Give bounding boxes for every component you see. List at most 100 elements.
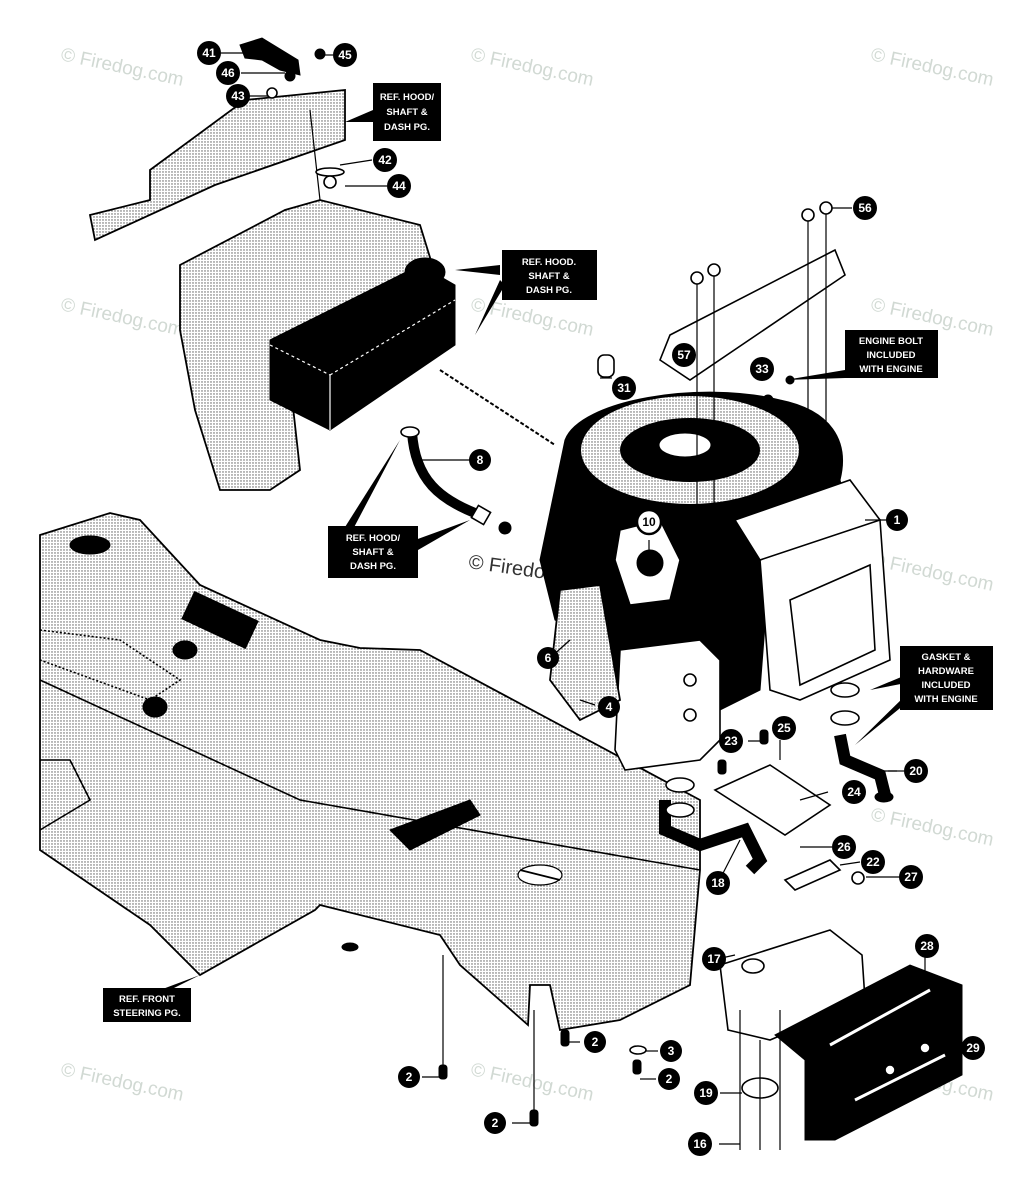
callout-2[interactable]: 2 [398, 1066, 420, 1088]
callout-27[interactable]: 27 [899, 865, 923, 889]
callout-23[interactable]: 23 [719, 729, 743, 753]
svg-text:1: 1 [894, 513, 901, 527]
callout-18[interactable]: 18 [706, 871, 730, 895]
ref-box-line: SHAFT & [386, 107, 427, 118]
callout-45[interactable]: 45 [333, 43, 357, 67]
ref-box-line: REF. HOOD/ [380, 92, 435, 103]
ref-box-line: INCLUDED [866, 350, 915, 361]
svg-text:2: 2 [406, 1070, 413, 1084]
callout-28[interactable]: 28 [915, 934, 939, 958]
callout-57[interactable]: 57 [672, 343, 696, 367]
svg-text:45: 45 [338, 48, 352, 62]
callout-31[interactable]: 31 [612, 376, 636, 400]
svg-text:33: 33 [755, 362, 769, 376]
callout-17[interactable]: 17 [702, 947, 726, 971]
callout-26[interactable]: 26 [832, 835, 856, 859]
callout-19[interactable]: 19 [694, 1081, 718, 1105]
callout-8[interactable]: 8 [469, 449, 491, 471]
callout-2[interactable]: 2 [584, 1031, 606, 1053]
watermark: © Firedog.com [469, 44, 596, 91]
svg-text:43: 43 [231, 89, 245, 103]
ref-box-line: DASH PG. [526, 285, 572, 296]
callout-29[interactable]: 29 [961, 1036, 985, 1060]
watermark: © Firedog.com [59, 1059, 186, 1106]
chassis-deck-illustration [39, 512, 701, 1032]
watermark: © Firedog.com [869, 549, 996, 596]
svg-text:3: 3 [668, 1044, 675, 1058]
svg-text:27: 27 [904, 870, 918, 884]
svg-text:17: 17 [707, 952, 721, 966]
svg-text:6: 6 [545, 651, 552, 665]
ref-box-line: WITH ENGINE [914, 694, 977, 705]
callout-10[interactable]: 10 [635, 508, 663, 536]
callouts: 41 45 46 43 42 44 56 57 31 33 8 1 10 6 4… [197, 41, 985, 1156]
leader-lines [221, 52, 953, 1145]
ref-box-line: INCLUDED [921, 680, 970, 691]
ref-box-hood-shaft-dash-top: REF. HOOD/ SHAFT & DASH PG. [373, 83, 441, 141]
callout-3[interactable]: 3 [660, 1040, 682, 1062]
engine-illustration [539, 354, 891, 771]
watermark: © Firedog.com [59, 294, 186, 341]
deck-bolts-illustration [438, 955, 647, 1127]
ref-box-front-steering: REF. FRONT STEERING PG. [103, 988, 191, 1022]
ref-box-line: DASH PG. [384, 122, 430, 133]
reference-pointers [160, 110, 910, 990]
callout-25[interactable]: 25 [772, 716, 796, 740]
svg-text:2: 2 [492, 1116, 499, 1130]
watermark: © Firedog.com [469, 1059, 596, 1106]
ref-box-line: SHAFT & [352, 547, 393, 558]
callout-46[interactable]: 46 [216, 61, 240, 85]
ref-box-gasket-hardware: GASKET & HARDWARE INCLUDED WITH ENGINE [900, 646, 993, 710]
svg-text:16: 16 [693, 1137, 707, 1151]
svg-text:46: 46 [221, 66, 235, 80]
callout-33[interactable]: 33 [750, 357, 774, 381]
svg-text:28: 28 [920, 939, 934, 953]
svg-text:18: 18 [711, 876, 725, 890]
ref-box-line: REF. HOOD/ [346, 533, 401, 544]
callout-2[interactable]: 2 [484, 1112, 506, 1134]
callout-22[interactable]: 22 [861, 850, 885, 874]
fuel-hose-illustration [400, 426, 512, 535]
svg-text:10: 10 [642, 515, 656, 529]
callout-2[interactable]: 2 [658, 1068, 680, 1090]
svg-text:56: 56 [858, 201, 872, 215]
svg-text:31: 31 [617, 381, 631, 395]
svg-text:26: 26 [837, 840, 851, 854]
callout-44[interactable]: 44 [387, 174, 411, 198]
svg-text:2: 2 [592, 1035, 599, 1049]
callout-41[interactable]: 41 [197, 41, 221, 65]
cover-plate-illustration [659, 201, 846, 530]
callout-20[interactable]: 20 [904, 759, 928, 783]
svg-text:22: 22 [866, 855, 880, 869]
svg-text:57: 57 [677, 348, 691, 362]
ref-box-line: DASH PG. [350, 561, 396, 572]
callout-24[interactable]: 24 [842, 780, 866, 804]
callout-1[interactable]: 1 [886, 509, 908, 531]
watermark: © Firedog.com [59, 44, 186, 91]
watermark: © Firedog.com [469, 294, 596, 341]
svg-text:4: 4 [606, 700, 613, 714]
ref-box-line: GASKET & [921, 652, 970, 663]
ref-box-hood-shaft-dash-mid: REF. HOOD. SHAFT & DASH PG. [502, 250, 597, 300]
svg-text:29: 29 [966, 1041, 980, 1055]
callout-6[interactable]: 6 [537, 647, 559, 669]
svg-text:42: 42 [378, 153, 392, 167]
svg-text:25: 25 [777, 721, 791, 735]
callout-56[interactable]: 56 [853, 196, 877, 220]
watermark: © Firedog.com [869, 44, 996, 91]
svg-text:20: 20 [909, 764, 923, 778]
svg-text:8: 8 [477, 453, 484, 467]
callout-16[interactable]: 16 [688, 1132, 712, 1156]
callout-4[interactable]: 4 [598, 696, 620, 718]
callout-43[interactable]: 43 [226, 84, 250, 108]
ref-box-line: STEERING PG. [113, 1008, 181, 1019]
callout-42[interactable]: 42 [373, 148, 397, 172]
svg-text:2: 2 [666, 1072, 673, 1086]
ref-box-line: ENGINE BOLT [859, 336, 923, 347]
svg-text:19: 19 [699, 1086, 713, 1100]
ref-box-line: WITH ENGINE [859, 364, 922, 375]
ref-box-engine-bolt: ENGINE BOLT INCLUDED WITH ENGINE [845, 330, 938, 378]
svg-text:23: 23 [724, 734, 738, 748]
ref-box-line: HARDWARE [918, 666, 974, 677]
